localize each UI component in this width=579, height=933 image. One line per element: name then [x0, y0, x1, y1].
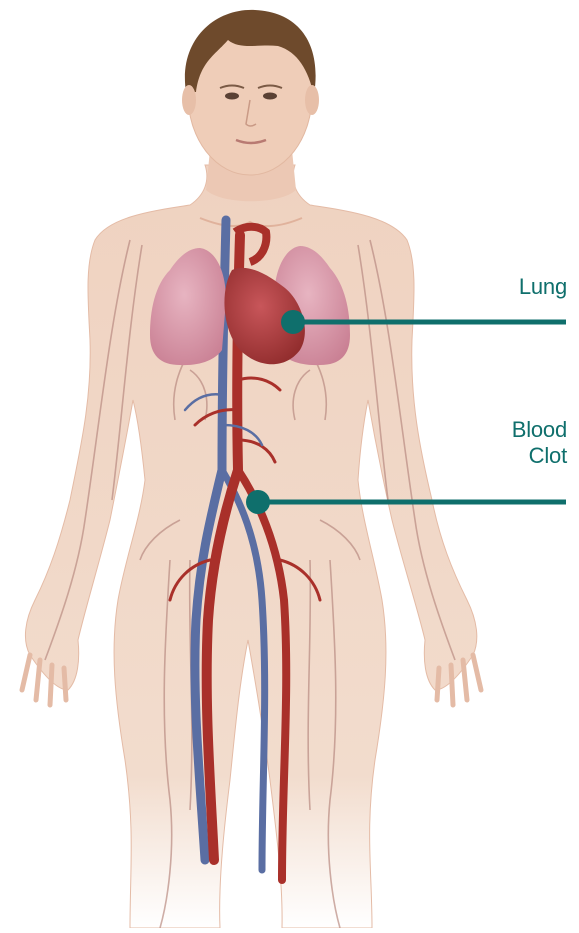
lung-callout-dot [281, 310, 305, 334]
blood-clot-label-line2: Clot [447, 443, 567, 469]
blood-clot-label-line1: Blood [447, 417, 567, 443]
blood-clot-label: Blood Clot [447, 417, 567, 469]
lung-label: Lung [519, 274, 567, 300]
clot-callout-dot [246, 490, 270, 514]
